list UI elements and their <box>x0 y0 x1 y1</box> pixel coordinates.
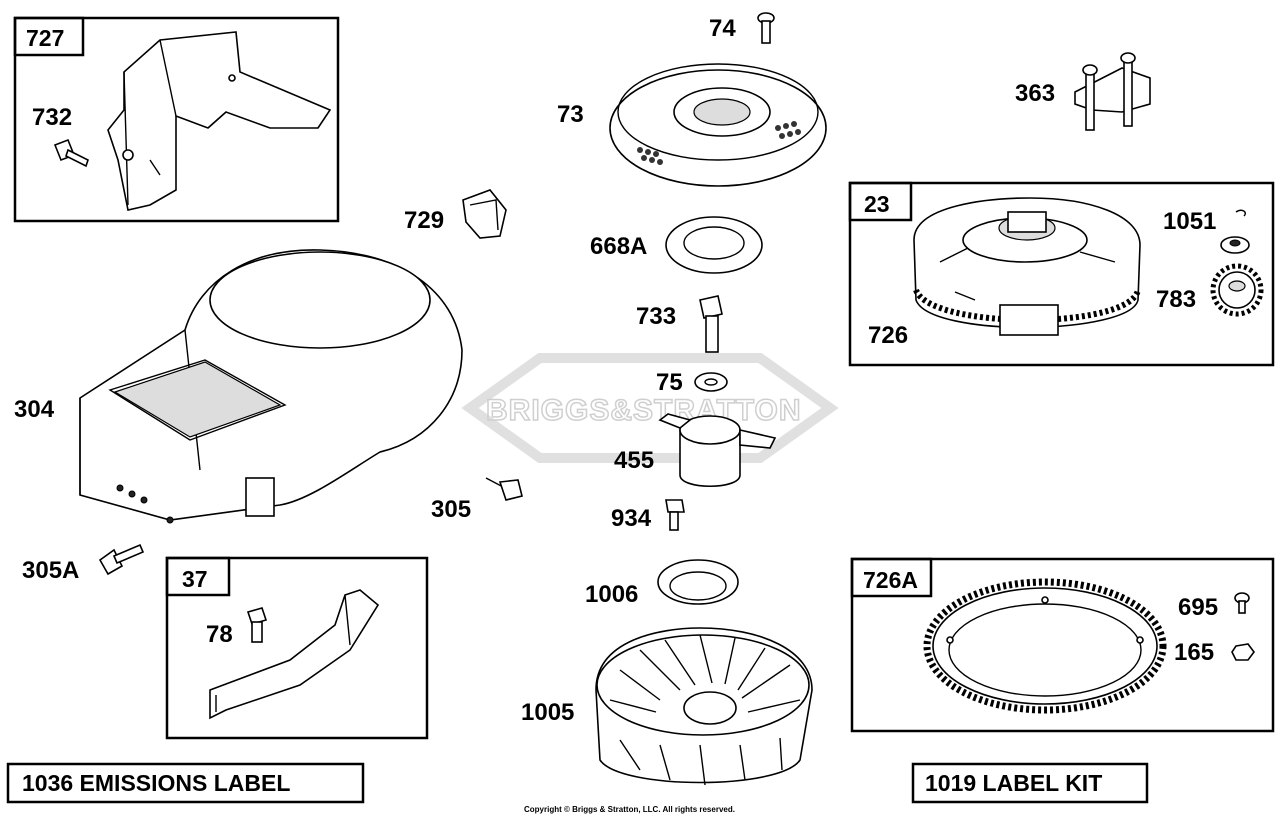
part-label-695: 695 <box>1178 594 1218 621</box>
box-726a-label: 726A <box>863 567 918 593</box>
box-23-tag <box>848 181 913 222</box>
part-label-726: 726 <box>868 322 908 349</box>
part-label-304: 304 <box>14 396 55 423</box>
part-label-668a: 668A <box>590 233 647 260</box>
part-label-73: 73 <box>557 101 584 128</box>
box-726a-tag <box>850 557 933 598</box>
part-label-74: 74 <box>709 15 736 42</box>
copyright-text: Copyright © Briggs & Stratton, LLC. All … <box>524 805 735 814</box>
box-727-frame <box>13 16 340 223</box>
part-label-1005: 1005 <box>521 699 574 726</box>
bolt-732-drawing <box>53 138 89 168</box>
part-label-934: 934 <box>611 505 652 532</box>
box-37-label: 37 <box>182 566 208 592</box>
part-label-78: 78 <box>206 621 233 648</box>
air-guide-727-drawing <box>107 31 332 211</box>
box-727-label: 727 <box>26 25 64 51</box>
air-guide-37-drawing <box>209 589 380 720</box>
box-23-label: 23 <box>864 191 890 217</box>
gear-783-drawing <box>1210 263 1264 317</box>
washer-75-drawing <box>694 372 728 392</box>
box-23-frame <box>848 181 1275 367</box>
ratchet-1006-drawing <box>657 559 739 605</box>
armature-363-drawing <box>1074 52 1151 131</box>
part-label-75: 75 <box>656 369 683 396</box>
screw-78-drawing <box>246 607 268 643</box>
box-727-tag <box>13 16 85 57</box>
blower-housing-304-drawing <box>79 249 463 524</box>
label-kit-box <box>911 762 1149 804</box>
part-label-305a: 305A <box>22 557 79 584</box>
emissions-label-box <box>6 762 365 804</box>
part-label-363: 363 <box>1015 80 1055 107</box>
watermark-text: BRIGGS&STRATTON <box>486 394 802 427</box>
brand-watermark: BRIGGS&STRATTON <box>461 353 839 463</box>
part-label-1006: 1006 <box>585 581 638 608</box>
label-kit-text: 1019 LABEL KIT <box>925 770 1102 796</box>
cup-455-drawing <box>658 413 777 488</box>
screw-695-drawing <box>1234 592 1250 614</box>
part-label-733: 733 <box>636 303 676 330</box>
emissions-label-text: 1036 EMISSIONS LABEL <box>22 770 290 796</box>
part-label-1051: 1051 <box>1163 208 1216 235</box>
part-label-732: 732 <box>32 104 72 131</box>
flywheel-726-drawing <box>913 197 1141 336</box>
box-37-frame <box>165 556 429 740</box>
part-label-783: 783 <box>1156 286 1196 313</box>
part-label-455: 455 <box>614 447 654 474</box>
grommet-729-drawing <box>462 189 507 239</box>
bolt-305a-drawing <box>98 543 145 576</box>
bolt-305-drawing <box>485 477 523 501</box>
part-label-729: 729 <box>404 207 444 234</box>
nut-165-drawing <box>1231 643 1255 661</box>
screw-74-drawing <box>757 12 775 44</box>
flywheel-fan-1005-drawing <box>595 627 813 786</box>
part-label-305: 305 <box>431 496 471 523</box>
adapter-668a-drawing <box>665 216 763 274</box>
part-label-165: 165 <box>1174 639 1214 666</box>
washer-1051-drawing <box>1220 209 1250 254</box>
ring-gear-726a-drawing <box>923 578 1167 714</box>
box-37-tag <box>165 556 231 597</box>
bolt-733-drawing <box>699 295 723 353</box>
screw-934-drawing <box>665 499 685 531</box>
box-726a-frame <box>850 557 1275 733</box>
rotating-screen-73-drawing <box>609 63 827 187</box>
